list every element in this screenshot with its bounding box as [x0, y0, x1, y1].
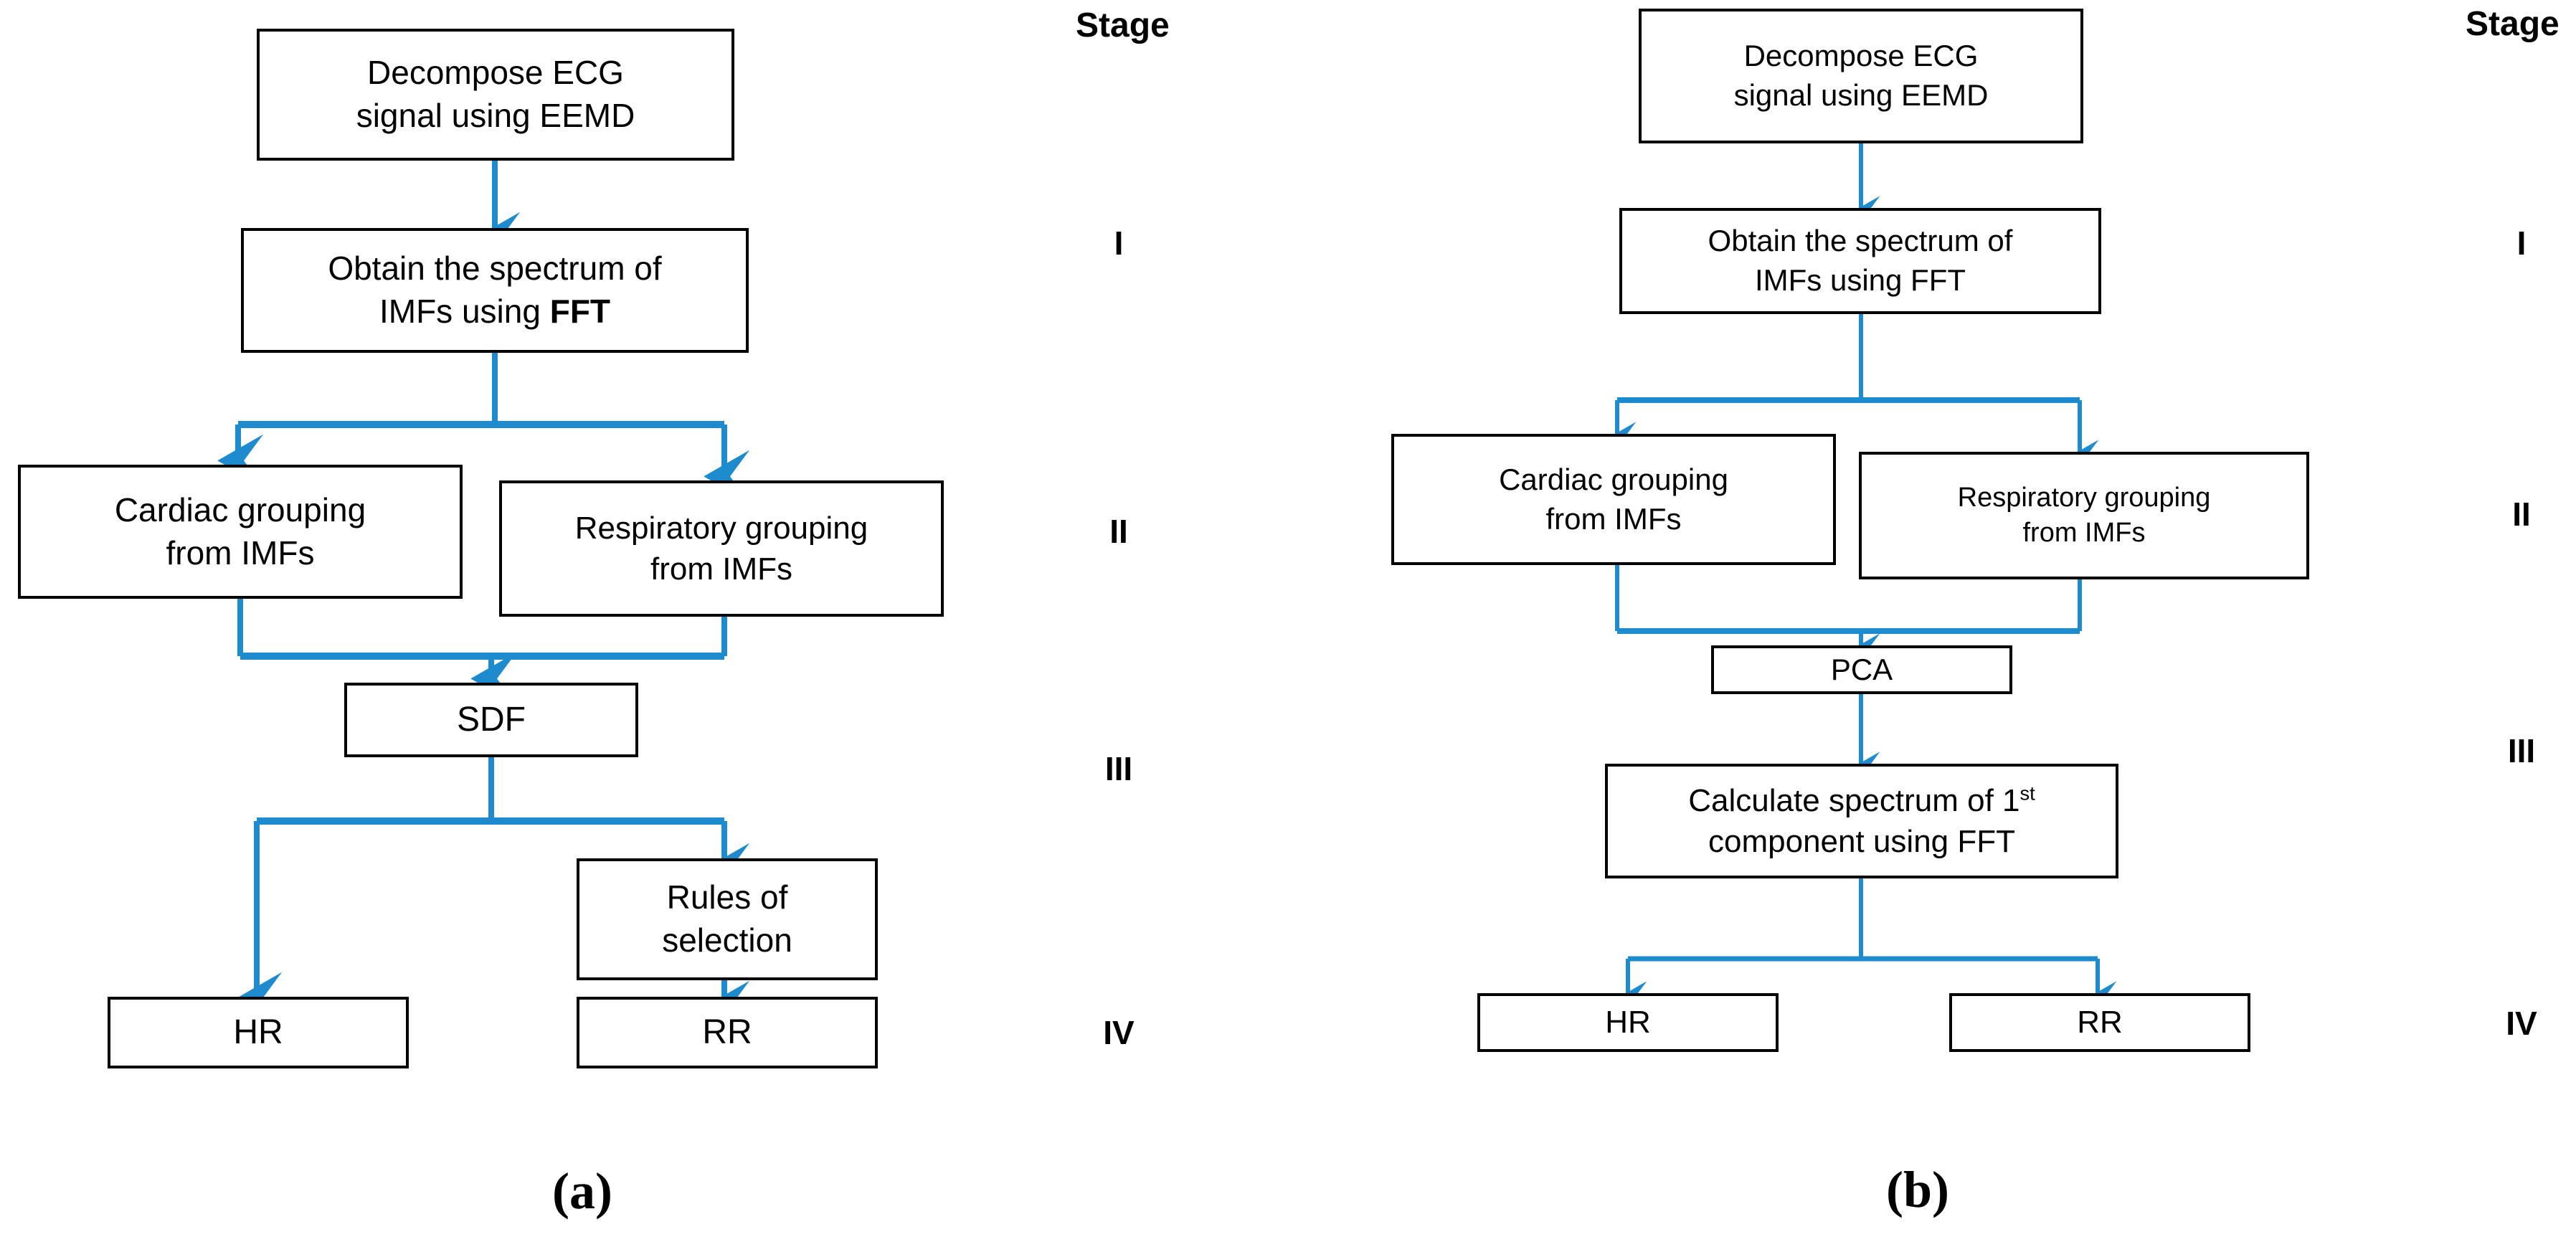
node-line: Calculate spectrum of 1	[1688, 782, 2020, 818]
figure-caption-a: (a)	[552, 1162, 612, 1220]
node-line: component using FFT	[1708, 824, 2015, 859]
node-line: Cardiac grouping	[114, 490, 366, 528]
stage-label-b-3: III	[2507, 732, 2536, 769]
node-obtain-spectrum-a[interactable]: Obtain the spectrum of IMFs using FFT	[241, 228, 749, 353]
node-line: IMFs using FFT	[1754, 263, 1966, 297]
node-line: IMFs using	[379, 293, 550, 330]
node-decompose-ecg-a[interactable]: Decompose ECG signal using EEMD	[257, 29, 734, 161]
stage-label-b-4: IV	[2506, 1005, 2537, 1042]
node-line: Respiratory grouping	[574, 510, 868, 546]
stage-header-b: Stage	[2466, 5, 2560, 43]
node-superscript: st	[2019, 782, 2035, 805]
node-line: from IMFs	[650, 551, 792, 587]
node-line: Obtain the spectrum of	[328, 250, 662, 288]
node-line: signal using EEMD	[356, 97, 635, 134]
node-obtain-spectrum-b[interactable]: Obtain the spectrum of IMFs using FFT	[1619, 208, 2101, 314]
figure-caption-b: (b)	[1886, 1161, 1949, 1218]
node-line: Respiratory grouping	[1957, 482, 2211, 513]
node-line: RR	[702, 1013, 752, 1051]
node-rr-b[interactable]: RR	[1949, 993, 2250, 1052]
node-line: from IMFs	[1545, 501, 1682, 536]
node-line: Decompose ECG	[1743, 39, 1979, 73]
node-respiratory-grouping-a[interactable]: Respiratory grouping from IMFs	[499, 480, 944, 617]
stage-label-b-1: I	[2516, 224, 2527, 262]
node-calculate-spectrum-b[interactable]: Calculate spectrum of 1st component usin…	[1605, 764, 2118, 878]
node-cardiac-grouping-b[interactable]: Cardiac grouping from IMFs	[1391, 434, 1836, 565]
node-line: Obtain the spectrum of	[1708, 224, 2013, 258]
stage-label-a-1: I	[1114, 224, 1124, 262]
node-line: HR	[1605, 1005, 1651, 1040]
node-hr-a[interactable]: HR	[108, 997, 409, 1068]
node-sdf-a[interactable]: SDF	[344, 683, 638, 757]
stage-label-a-2: II	[1109, 513, 1128, 550]
node-rules-of-selection-a[interactable]: Rules of selection	[577, 858, 878, 980]
node-hr-b[interactable]: HR	[1477, 993, 1779, 1052]
node-cardiac-grouping-a[interactable]: Cardiac grouping from IMFs	[18, 465, 463, 599]
node-line: Rules of	[666, 878, 788, 916]
stage-label-b-2: II	[2512, 496, 2531, 533]
node-line: from IMFs	[166, 534, 315, 572]
node-decompose-ecg-b[interactable]: Decompose ECG signal using EEMD	[1639, 9, 2083, 143]
node-line: HR	[233, 1013, 283, 1051]
node-pca-b[interactable]: PCA	[1711, 645, 2012, 694]
node-respiratory-grouping-b[interactable]: Respiratory grouping from IMFs	[1859, 452, 2309, 579]
node-line: Decompose ECG	[367, 54, 624, 92]
node-line: PCA	[1830, 652, 1893, 686]
node-line: SDF	[457, 700, 526, 739]
node-line-bold: FFT	[549, 293, 611, 330]
stage-label-a-3: III	[1104, 750, 1133, 787]
node-line: signal using EEMD	[1733, 78, 1989, 112]
node-line: Cardiac grouping	[1499, 462, 1728, 496]
node-line: selection	[662, 921, 792, 959]
node-rr-a[interactable]: RR	[577, 997, 878, 1068]
stage-header-a: Stage	[1076, 6, 1170, 44]
node-line: from IMFs	[2022, 518, 2146, 548]
stage-label-a-4: IV	[1103, 1014, 1135, 1051]
node-line: RR	[2077, 1005, 2123, 1040]
